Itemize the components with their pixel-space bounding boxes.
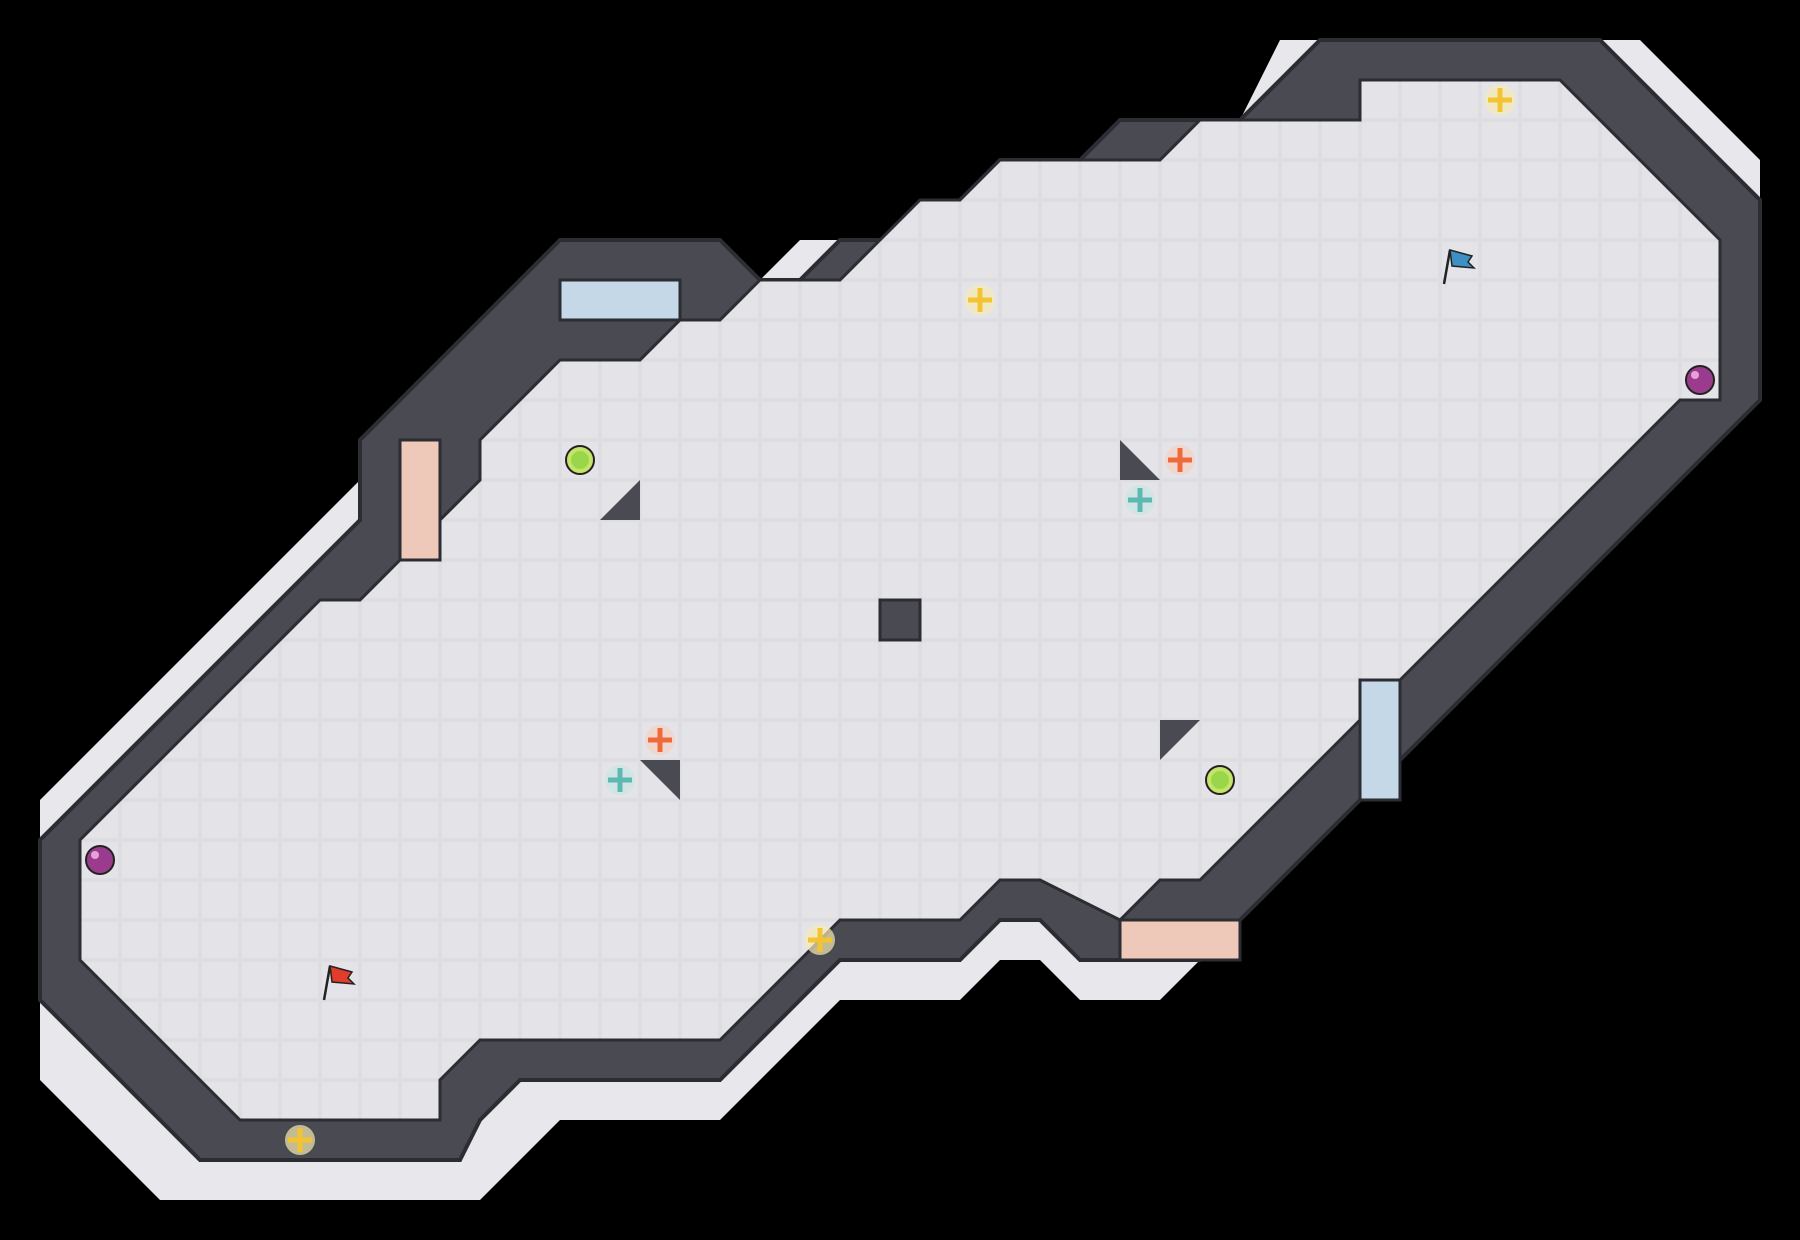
wall-block-center xyxy=(878,598,922,642)
boost-yellow-3 xyxy=(805,925,835,955)
wall-diagonal-1 xyxy=(600,480,640,520)
blue-gate-right xyxy=(1358,678,1402,802)
powerup-top xyxy=(565,445,595,475)
spawn-marker-right xyxy=(1685,365,1715,395)
boost-blue-1 xyxy=(1125,485,1155,515)
wall-diagonal-4 xyxy=(1160,720,1200,760)
red-gate-bottom xyxy=(1118,918,1242,962)
boost-blue-2 xyxy=(605,765,635,795)
boost-yellow-2 xyxy=(965,285,995,315)
spawn-marker-left xyxy=(85,845,115,875)
boost-red-1 xyxy=(1165,445,1195,475)
boost-yellow-1 xyxy=(1485,85,1515,115)
red-flag xyxy=(322,964,356,1001)
wall-diagonal-2 xyxy=(1120,440,1160,480)
wall-diagonal-3 xyxy=(640,760,680,800)
red-gate-left xyxy=(398,438,442,562)
blue-flag xyxy=(1442,248,1476,285)
blue-gate-top xyxy=(558,278,682,322)
boost-red-2 xyxy=(645,725,675,755)
powerup-bottom xyxy=(1205,765,1235,795)
boost-yellow-4 xyxy=(285,1125,315,1155)
